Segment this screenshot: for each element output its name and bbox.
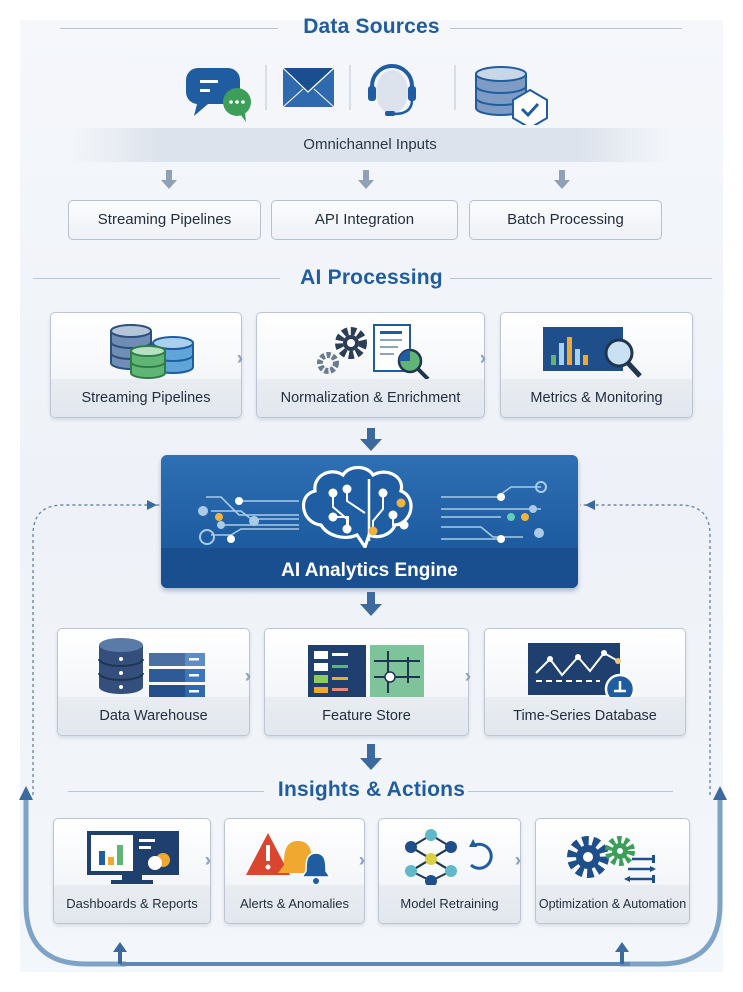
divider xyxy=(468,791,673,792)
arrow-down-icon xyxy=(360,744,382,770)
card-label: Time-Series Database xyxy=(485,697,685,735)
card-label: Dashboards & Reports xyxy=(54,885,210,923)
omnichannel-inputs-band: Omnichannel Inputs xyxy=(70,128,670,162)
storage-card-time-series[interactable]: Time-Series Database xyxy=(484,628,686,745)
action-card-retraining[interactable]: Model Retraining xyxy=(378,818,521,933)
warehouse-icon xyxy=(97,638,205,698)
headset-icon xyxy=(368,64,416,116)
divider xyxy=(60,28,278,29)
alert-bell-icon xyxy=(245,833,331,884)
database-stack-icon xyxy=(110,324,194,379)
neural-network-icon xyxy=(404,829,493,887)
engine-title: AI Analytics Engine xyxy=(281,560,458,581)
ai-analytics-engine[interactable]: AI Analytics Engine xyxy=(161,455,578,588)
process-card-normalization[interactable]: Normalization & Enrichment xyxy=(256,312,485,427)
database-shield-icon xyxy=(475,66,548,125)
arrow-down-icon xyxy=(360,592,382,616)
section-title-ai-processing: AI Processing xyxy=(300,266,443,289)
engine-label-band xyxy=(161,548,578,588)
process-card-streaming[interactable]: Streaming Pipelines xyxy=(50,312,242,427)
feature-store-icon xyxy=(307,645,424,697)
gears-document-icon xyxy=(316,324,429,381)
card-label: Feature Store xyxy=(265,697,468,735)
section-title-data-sources: Data Sources xyxy=(303,15,440,38)
card-label: Alerts & Anomalies xyxy=(225,885,364,923)
divider xyxy=(450,28,682,29)
bottom-feedback-loop xyxy=(19,786,727,967)
card-label: Optimization & Automation xyxy=(536,885,689,923)
divider xyxy=(450,278,712,279)
source-icons xyxy=(185,64,548,125)
time-series-icon xyxy=(528,643,636,701)
ingestion-streaming-pipelines[interactable]: Streaming Pipelines xyxy=(68,200,261,240)
ingestion-batch-processing[interactable]: Batch Processing xyxy=(469,200,662,240)
feedback-loops xyxy=(32,500,711,795)
storage-card-feature-store[interactable]: Feature Store xyxy=(264,628,469,745)
divider xyxy=(33,278,280,279)
process-card-metrics[interactable]: Metrics & Monitoring xyxy=(500,312,693,427)
chat-bubbles-icon xyxy=(185,68,251,122)
gears-sliders-icon xyxy=(566,836,656,883)
section-title-insights-actions: Insights & Actions xyxy=(277,778,466,801)
storage-card-data-warehouse[interactable]: Data Warehouse xyxy=(57,628,250,745)
card-label: Normalization & Enrichment xyxy=(257,379,484,417)
chart-magnifier-icon xyxy=(542,327,642,378)
divider xyxy=(68,791,264,792)
ingestion-arrows xyxy=(161,170,570,189)
card-label: Model Retraining xyxy=(379,885,520,923)
card-label: Streaming Pipelines xyxy=(51,379,241,417)
card-label: Data Warehouse xyxy=(58,697,249,735)
arrow-down-icon xyxy=(360,428,382,451)
ingestion-api-integration[interactable]: API Integration xyxy=(271,200,458,240)
card-label: Metrics & Monitoring xyxy=(501,379,692,417)
brain-circuit-icon xyxy=(198,465,547,550)
monitor-dashboard-icon xyxy=(87,831,179,884)
envelope-icon xyxy=(282,67,335,108)
